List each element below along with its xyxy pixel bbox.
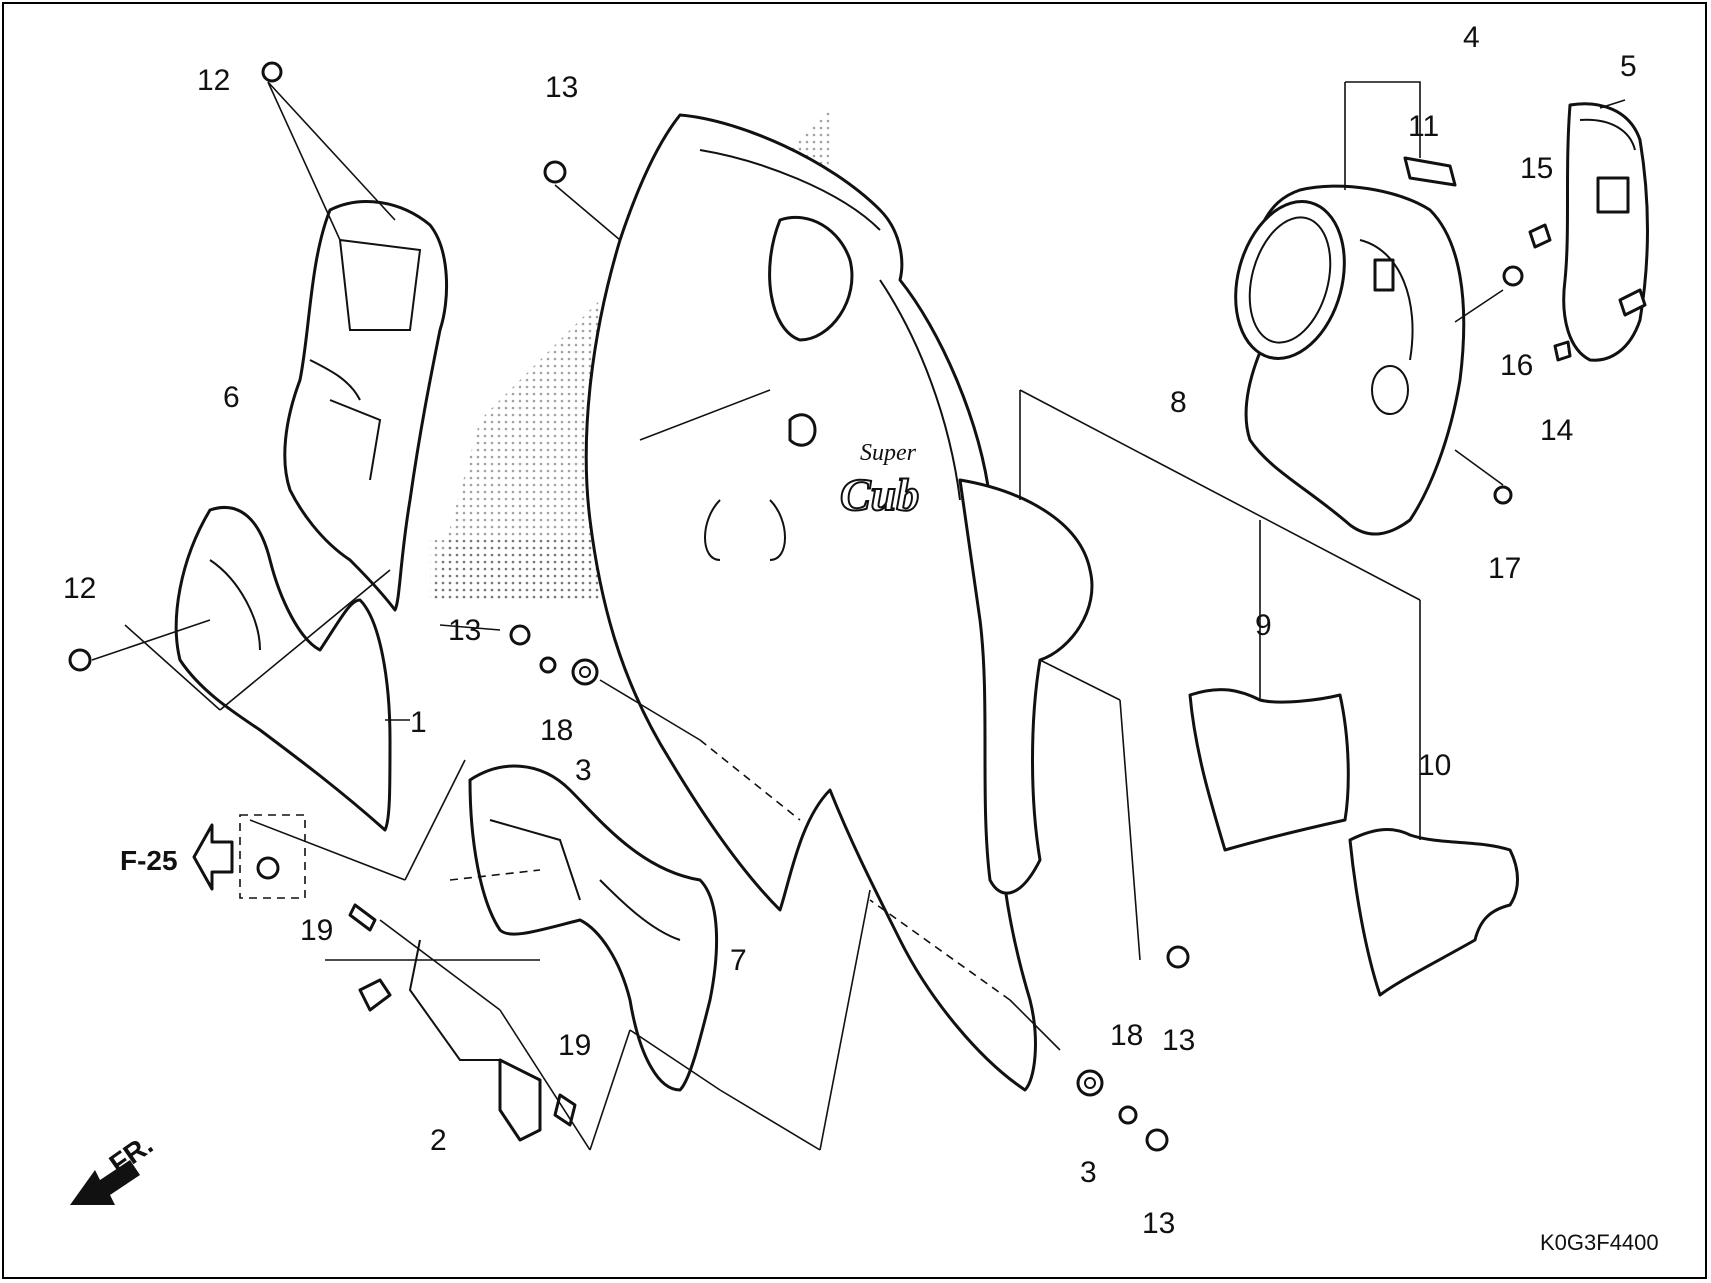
callout-12-top: 12 (197, 64, 230, 97)
part-5-lid (1562, 102, 1649, 362)
svg-text:Super: Super (860, 440, 917, 466)
front-direction-indicator: FR. (70, 1129, 158, 1205)
callout-12-left: 12 (63, 572, 96, 605)
diagram-code: K0G3F4400 (1540, 1230, 1659, 1255)
callout-3-left: 3 (575, 754, 592, 787)
callout-3-right: 3 (1080, 1156, 1097, 1189)
callout-11: 11 (1408, 110, 1439, 143)
callout-13-mid: 13 (448, 614, 481, 647)
callout-15: 15 (1520, 152, 1553, 185)
part-8-leg-shield (584, 113, 1094, 1092)
part-6-inner-cover-upper (283, 200, 448, 612)
callout-1: 1 (410, 706, 427, 739)
callout-8: 8 (1170, 386, 1187, 419)
part-1-inner-cover-lower (174, 505, 392, 832)
callout-7: 7 (730, 944, 747, 977)
callout-5: 5 (1620, 50, 1637, 83)
part-9-panel (1188, 688, 1350, 852)
part-2-stay (358, 939, 542, 1142)
part-7-lower-center-cover (468, 764, 719, 1092)
svg-text:Cub: Cub (840, 469, 919, 520)
callout-18-right: 18 (1110, 1019, 1143, 1052)
super-cub-logo: Super Cub (839, 440, 920, 521)
ref-page-label: F-25 (120, 845, 178, 876)
callout-4: 4 (1463, 21, 1480, 54)
callout-13-bottom: 13 (1142, 1207, 1175, 1240)
callout-9: 9 (1255, 609, 1272, 642)
leader-lines (91, 81, 1626, 1151)
callout-19-right: 19 (558, 1029, 591, 1062)
callout-17: 17 (1488, 552, 1521, 585)
reference-f25: F-25 (120, 814, 306, 899)
callout-10: 10 (1418, 749, 1451, 782)
callout-13-top: 13 (545, 71, 578, 104)
callout-13-right: 13 (1162, 1024, 1195, 1057)
callout-6: 6 (223, 381, 240, 414)
callout-labels: 12 12 13 13 13 13 4 5 11 15 16 14 17 6 8… (63, 21, 1637, 1240)
callout-14: 14 (1540, 414, 1573, 447)
part-10-panel (1348, 828, 1519, 997)
callout-16: 16 (1500, 349, 1533, 382)
part-4-inner-box (1234, 156, 1466, 536)
callout-19-left: 19 (300, 914, 333, 947)
callout-18-left: 18 (540, 714, 573, 747)
callout-2: 2 (430, 1124, 447, 1157)
